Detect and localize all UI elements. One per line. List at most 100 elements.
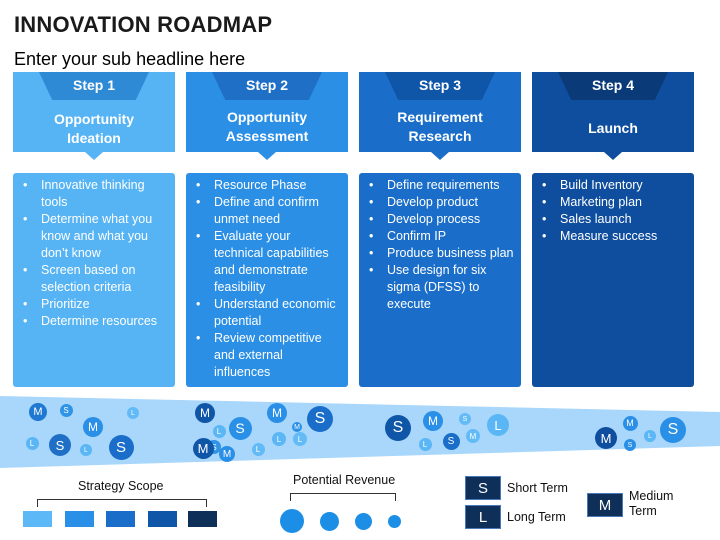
step-2-list: Resource Phase Define and confirm unmet … (186, 173, 348, 381)
term-bubble-m: M (622, 415, 638, 431)
step-4-tab: Step 4 (558, 72, 668, 100)
term-bubble-m: M (83, 417, 103, 437)
term-bubble-l: L (251, 442, 265, 456)
term-bubble-s: S (459, 413, 471, 425)
step-1-label: Step 1 (72, 77, 115, 93)
term-bubble-s: S (49, 434, 71, 456)
term-bubble-m: M (466, 429, 480, 443)
step-2-item: Define and confirm unmet need (194, 194, 342, 228)
step-1-title: Opportunity Ideation (13, 110, 175, 148)
step-2-pointer (258, 152, 276, 160)
step-4-item: Build Inventory (540, 177, 688, 194)
step-1-pointer (85, 152, 103, 160)
step-1-body: Innovative thinking tools Determine what… (13, 173, 175, 387)
step-4-body: Build Inventory Marketing plan Sales lau… (532, 173, 694, 387)
short-term-key: S (465, 476, 501, 500)
medium-term-key: M (587, 493, 623, 517)
term-bubble-m: M (292, 422, 302, 432)
step-3-label: Step 3 (418, 77, 461, 93)
step-2-item: Understand economic potential (194, 296, 342, 330)
step-1-header: Step 1 Opportunity Ideation (13, 72, 175, 160)
term-bubble-s: S (660, 417, 686, 443)
term-bubble-l: L (293, 432, 307, 446)
band-shape (0, 396, 720, 468)
step-4-title: Launch (532, 119, 694, 138)
term-bubble-s: S (307, 406, 333, 432)
step-1-title-line-2: Ideation (67, 130, 121, 146)
step-4-header: Step 4 Launch (532, 72, 694, 160)
step-1-item: Innovative thinking tools (21, 177, 169, 211)
page-subtitle: Enter your sub headline here (14, 49, 246, 69)
step-4-label: Step 4 (591, 77, 634, 93)
term-bubble-m: M (267, 403, 287, 423)
step-3-item: Define requirements (367, 177, 515, 194)
step-3-item: Confirm IP (367, 228, 515, 245)
step-3-list: Define requirements Develop product Deve… (359, 173, 521, 313)
term-bubble-s: S (385, 415, 411, 441)
scope-square-3 (106, 511, 135, 527)
step-2-item: Evaluate your technical capabilities and… (194, 228, 342, 296)
step-1-item: Determine what you know and what you don… (21, 211, 169, 262)
strategy-scope-label: Strategy Scope (78, 479, 164, 493)
step-3-title-line-2: Research (408, 128, 472, 144)
step-2-title-line-2: Assessment (225, 128, 309, 144)
step-4-title-line-1: Launch (588, 120, 638, 136)
step-3-tab: Step 3 (385, 72, 495, 100)
potential-revenue-label: Potential Revenue (293, 473, 396, 487)
term-bubble-m: M (423, 411, 443, 431)
step-3-header: Step 3 Requirement Research (359, 72, 521, 160)
step-4-item: Marketing plan (540, 194, 688, 211)
step-4-item: Sales launch (540, 211, 688, 228)
term-bubble-l: L (127, 407, 139, 419)
term-bubble-s: S (624, 439, 636, 451)
potential-revenue-bracket (290, 493, 396, 501)
term-bubble-s: S (108, 434, 134, 460)
term-bubble-s: S (59, 403, 73, 417)
term-bubble-m: M (29, 403, 47, 421)
step-3-item: Produce business plan (367, 245, 515, 262)
term-bubble-m: M (219, 446, 235, 462)
term-bubble-m: M (595, 427, 617, 449)
step-1-title-line-1: Opportunity (53, 111, 135, 127)
step-1-item: Screen based on selection criteria (21, 262, 169, 296)
page-title: INNOVATION ROADMAP (14, 12, 273, 37)
medium-term-label: Medium Term (629, 489, 674, 518)
step-1-tab: Step 1 (39, 72, 149, 100)
revenue-dot-medium (320, 512, 339, 531)
term-bubble-l: L (487, 414, 509, 436)
step-4-list: Build Inventory Marketing plan Sales lau… (532, 173, 694, 245)
step-1-item: Prioritize (21, 296, 169, 313)
revenue-dot-small (355, 513, 372, 530)
step-2-header: Step 2 Opportunity Assessment (186, 72, 348, 160)
term-bubble-s: S (228, 416, 252, 440)
term-bubble-l: L (272, 432, 286, 446)
strategy-scope-bracket (37, 499, 207, 507)
step-2-item: Resource Phase (194, 177, 342, 194)
step-1-item: Determine resources (21, 313, 169, 330)
scope-square-5 (188, 511, 217, 527)
step-4-pointer (604, 152, 622, 160)
term-bubble-s: S (442, 432, 460, 450)
term-bubble-l: L (644, 430, 656, 442)
step-3-title-line-1: Requirement (397, 109, 483, 125)
step-2-tab: Step 2 (212, 72, 322, 100)
revenue-dot-large (280, 509, 304, 533)
step-3-item: Develop product (367, 194, 515, 211)
step-3-item: Use design for six sigma (DFSS) to execu… (367, 262, 515, 313)
roadmap-band (0, 396, 720, 468)
long-term-key: L (465, 505, 501, 529)
step-3-title: Requirement Research (359, 108, 521, 146)
step-3-body: Define requirements Develop product Deve… (359, 173, 521, 387)
term-bubble-l: L (418, 437, 432, 451)
step-2-label: Step 2 (245, 77, 288, 93)
step-3-pointer (431, 152, 449, 160)
long-term-label: Long Term (507, 510, 566, 524)
step-2-title-line-1: Opportunity (226, 109, 308, 125)
step-2-body: Resource Phase Define and confirm unmet … (186, 173, 348, 387)
term-bubble-l: L (80, 444, 92, 456)
scope-square-4 (148, 511, 177, 527)
term-bubble-m: M (195, 403, 215, 423)
step-2-item: Review competitive and external influenc… (194, 330, 342, 381)
term-bubble-m: M (192, 437, 214, 459)
step-1-list: Innovative thinking tools Determine what… (13, 173, 175, 330)
